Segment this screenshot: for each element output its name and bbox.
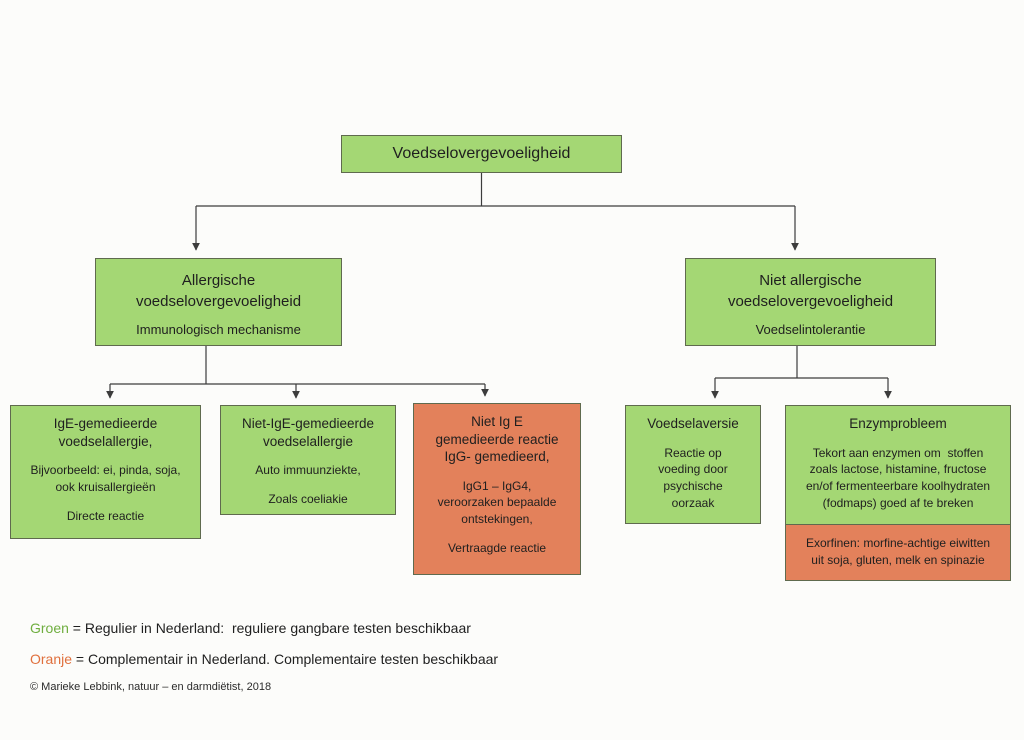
node-voedselovergevoeligheid-title: Voedselovergevoeligheid: [392, 145, 571, 162]
node-niet-ige-title: Niet-IgE-gemedieerde voedselallergie: [241, 416, 375, 449]
node-allergische-subtitle: Immunologisch mechanisme: [136, 322, 301, 337]
node-voedselovergevoeligheid: Voedselovergevoeligheid: [341, 135, 622, 173]
node-ige-title: IgE-gemedieerde voedselallergie,: [53, 416, 158, 449]
node-enzymprobleem-body: Tekort aan enzymen om stoffen zoals lact…: [805, 445, 991, 510]
node-ige-footer: Directe reactie: [66, 508, 145, 523]
copyright-text: © Marieke Lebbink, natuur – en darmdiëti…: [30, 681, 272, 693]
node-voedselaversie-body: Reactie op voeding door psychische oorza…: [658, 445, 728, 510]
node-voedselaversie: Voedselaversie Reactie op voeding door p…: [625, 405, 761, 524]
node-niet-ige-body: Auto immuunziekte,: [255, 463, 361, 478]
node-niet-allergische-voedselovergevoeligheid: Niet allergische voedselovergevoeligheid…: [685, 258, 936, 346]
node-igg-gemedieerde-reactie: Niet Ig E gemedieerde reactie IgG- gemed…: [413, 403, 581, 575]
node-niet-ige-footer: Zoals coeliakie: [268, 491, 348, 506]
legend-orange-term: Oranje: [30, 651, 73, 667]
legend-green-text: = Regulier in Nederland: reguliere gangb…: [68, 620, 471, 636]
node-igg-title: Niet Ig E gemedieerde reactie IgG- gemed…: [435, 414, 559, 465]
node-niet-allergische-subtitle: Voedselintolerantie: [755, 322, 866, 337]
node-allergische-voedselovergevoeligheid: Allergische voedselovergevoeligheid Immu…: [95, 258, 342, 346]
node-niet-allergische-title: Niet allergische voedselovergevoeligheid: [727, 272, 894, 310]
node-ige-voedselallergie: IgE-gemedieerde voedselallergie, Bijvoor…: [10, 405, 201, 539]
node-enzymprobleem-title: Enzymprobleem: [849, 416, 947, 431]
legend-green-line: Groen = Regulier in Nederland: reguliere…: [30, 620, 471, 636]
node-voedselaversie-title: Voedselaversie: [647, 416, 739, 431]
legend-orange-line: Oranje = Complementair in Nederland. Com…: [30, 651, 498, 667]
node-enzymprobleem-exorfinen-note: Exorfinen: morfine-achtige eiwitten uit …: [786, 523, 1010, 580]
node-enzymprobleem: Enzymprobleem Tekort aan enzymen om stof…: [785, 405, 1011, 581]
legend-orange-text: = Complementair in Nederland. Complement…: [72, 651, 499, 667]
node-allergische-title: Allergische voedselovergevoeligheid: [135, 272, 302, 310]
node-ige-body: Bijvoorbeeld: ei, pinda, soja, ook kruis…: [30, 463, 181, 494]
node-niet-ige-voedselallergie: Niet-IgE-gemedieerde voedselallergie Aut…: [220, 405, 396, 515]
node-igg-footer: Vertraagde reactie: [447, 541, 547, 556]
node-igg-body: IgG1 – IgG4, veroorzaken bepaalde ontste…: [437, 478, 557, 527]
legend-green-term: Groen: [30, 620, 69, 636]
node-enzymprobleem-green-section: Enzymprobleem Tekort aan enzymen om stof…: [786, 406, 1010, 524]
